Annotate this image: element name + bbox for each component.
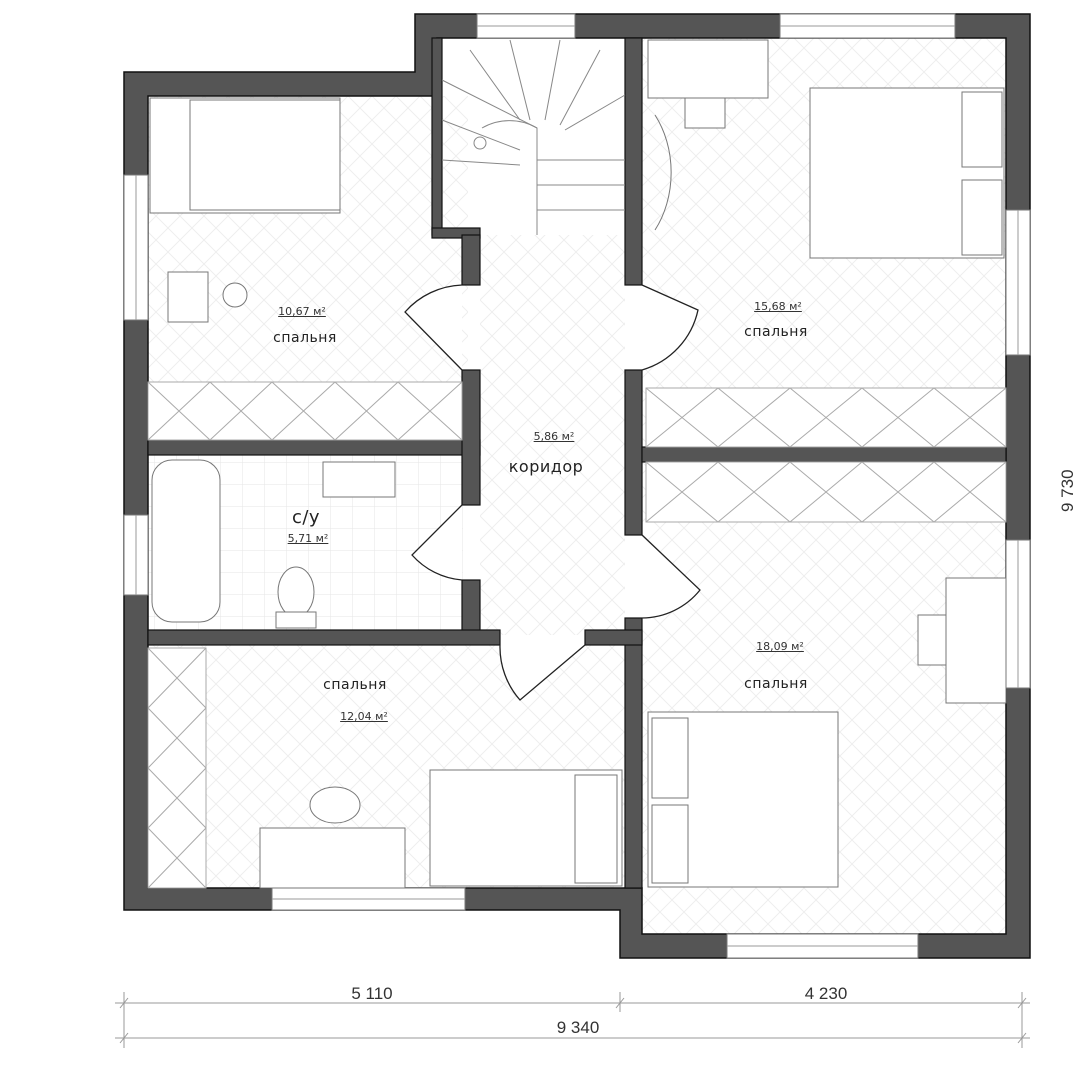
sink	[322, 461, 396, 498]
room-area: 5,71 м²	[287, 532, 329, 545]
desk	[259, 827, 406, 889]
door	[411, 504, 463, 581]
dimension-total-height: 9 730	[1058, 469, 1077, 512]
room-name: спальня	[273, 330, 337, 346]
dimension-lines	[115, 992, 1030, 1048]
bathtub	[151, 459, 221, 623]
door	[641, 534, 701, 619]
furniture	[149, 39, 1007, 889]
dimension-left: 5 110	[351, 984, 393, 1003]
room-name: с/у	[291, 507, 321, 528]
room-area: 12,04 м²	[340, 710, 388, 723]
room-area: 18,09 м²	[756, 640, 804, 653]
room-name: спальня	[744, 676, 808, 692]
door	[499, 644, 586, 701]
room-area: 5,86 м²	[533, 430, 575, 443]
windows	[123, 13, 1031, 959]
room-name: спальня	[744, 324, 808, 340]
dimension-total-width: 9 340	[556, 1018, 600, 1037]
door	[404, 284, 463, 371]
toilet	[277, 566, 315, 618]
dimension-right: 4 230	[804, 984, 848, 1003]
door	[641, 284, 699, 371]
room-name: коридор	[508, 457, 584, 476]
room-area: 15,68 м²	[754, 300, 802, 313]
interior-walls	[147, 37, 1007, 889]
doors	[404, 284, 701, 701]
desk	[647, 39, 769, 99]
room-name: спальня	[323, 677, 387, 693]
wardrobes	[147, 381, 1007, 889]
desk	[167, 271, 209, 323]
desk	[945, 577, 1007, 704]
staircase	[441, 39, 626, 235]
room-area: 10,67 м²	[278, 305, 326, 318]
